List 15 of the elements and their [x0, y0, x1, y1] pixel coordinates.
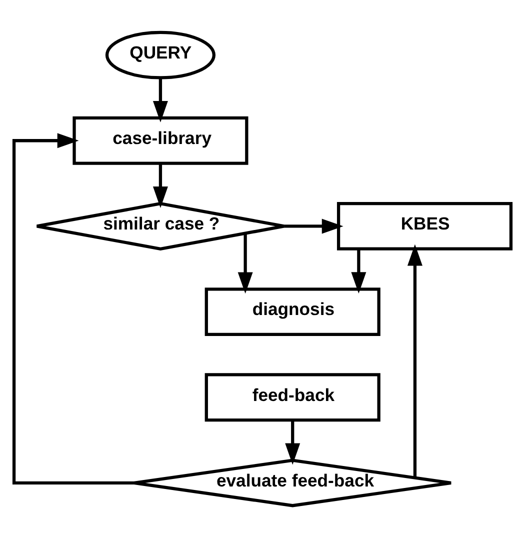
node-box: KBES	[336, 202, 512, 250]
node-diamond: similar case ?	[34, 202, 286, 250]
arrow	[284, 420, 300, 465]
arrow	[350, 249, 366, 294]
node-box: diagnosis	[204, 288, 380, 336]
node-box: case-library	[72, 116, 248, 165]
arrow	[152, 164, 168, 208]
node-box: feed-back	[204, 373, 380, 422]
node-ellipse: QUERY	[104, 30, 216, 80]
arrow	[284, 218, 343, 234]
node-diamond: evaluate feed-back	[132, 458, 452, 508]
arrow	[152, 78, 168, 122]
arrow	[12, 133, 134, 485]
arrow	[237, 234, 252, 294]
arrow	[406, 244, 422, 478]
